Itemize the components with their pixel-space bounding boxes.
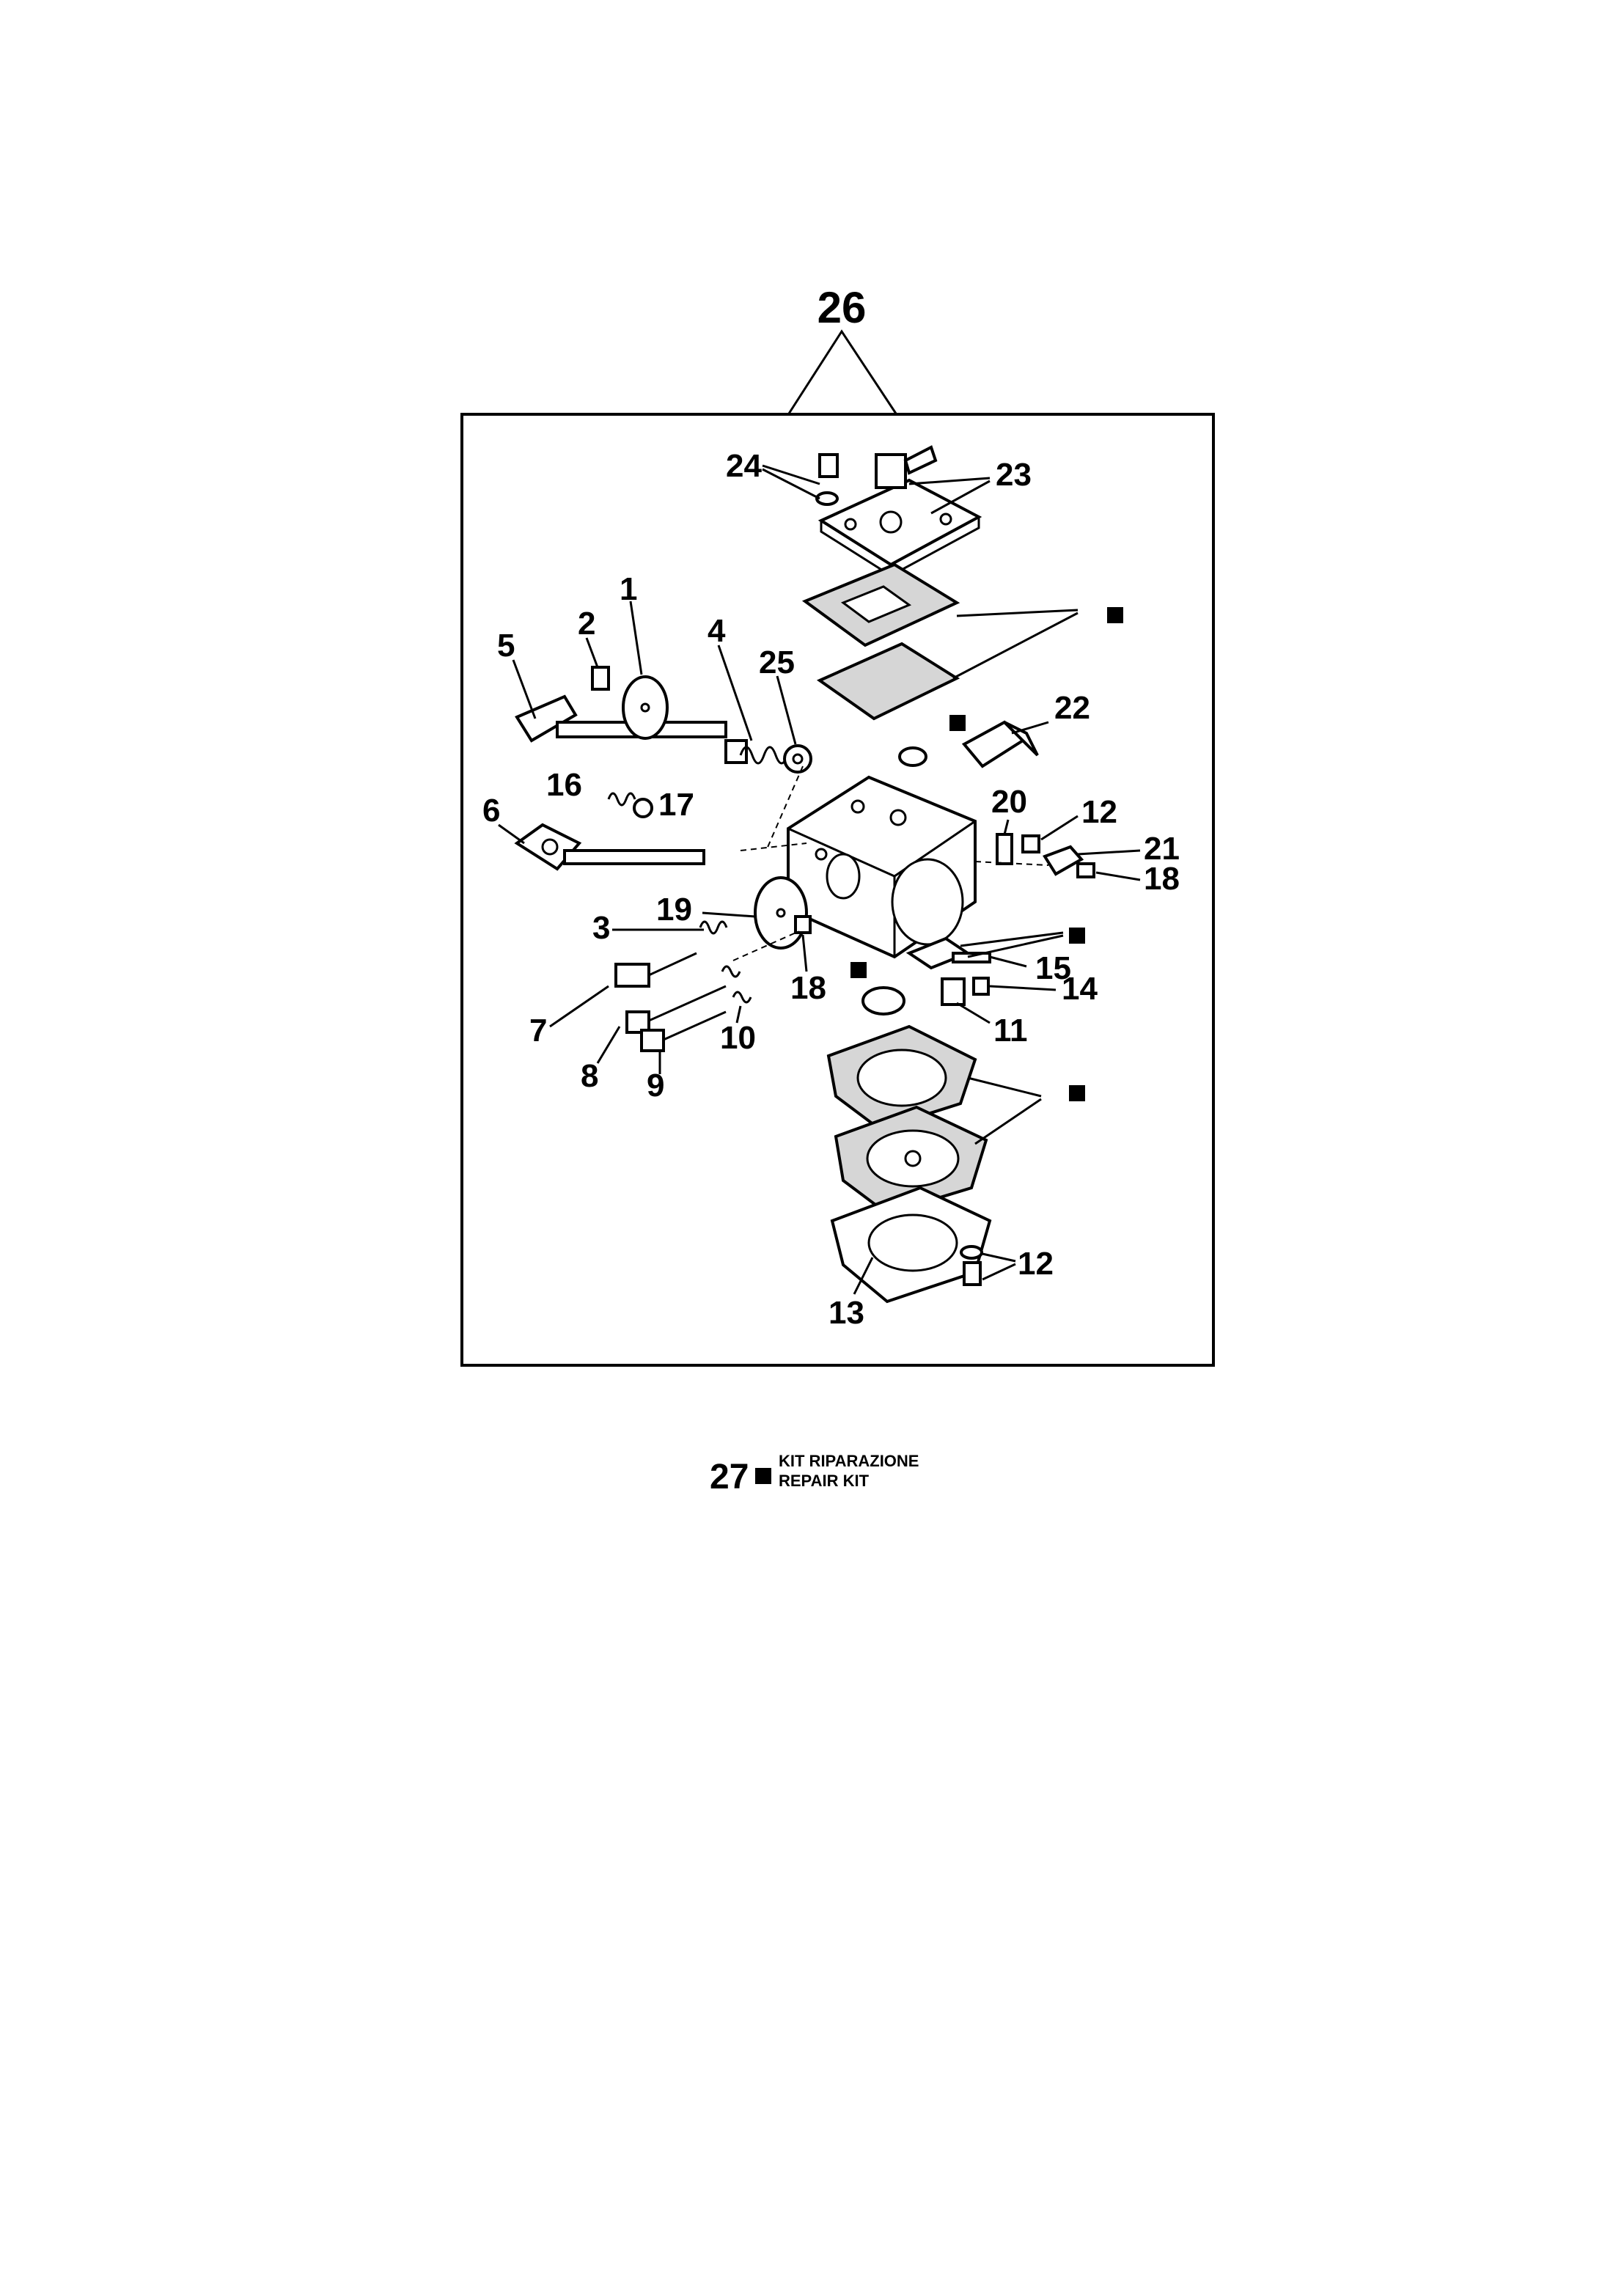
leader-kit-bottom — [967, 1076, 1042, 1098]
part-label-22: 22 — [1054, 690, 1090, 726]
leader-22 — [1011, 721, 1049, 735]
spring-25 — [783, 744, 812, 774]
part-label-16: 16 — [546, 767, 582, 803]
part-label-4: 4 — [708, 613, 726, 649]
leader-gaskets — [956, 609, 1079, 617]
kit-label-english: REPAIR KIT — [779, 1472, 870, 1490]
part-label-6: 6 — [482, 793, 500, 829]
spring-10 — [732, 991, 752, 1004]
needle-9 — [640, 1010, 727, 1052]
valve-11 — [941, 977, 966, 1006]
leader-10 — [735, 1005, 742, 1024]
part-label-1: 1 — [620, 571, 637, 607]
choke-shaft-6 — [514, 823, 705, 871]
part-label-13: 13 — [828, 1295, 864, 1331]
needle-kit-part — [898, 746, 927, 767]
bottom-cover-13 — [830, 1186, 992, 1304]
metering-diaphragm — [834, 1105, 988, 1216]
fuel-inlet-22 — [961, 720, 1039, 768]
ball-17 — [633, 798, 653, 818]
spring-3 — [699, 920, 728, 935]
assembly-number-26: 26 — [817, 283, 867, 332]
kit-marker-icon — [1069, 1085, 1085, 1101]
leader-14 — [989, 985, 1057, 991]
leader-7 — [549, 985, 609, 1028]
leader-12-right — [1040, 815, 1079, 841]
leader-21 — [1077, 849, 1141, 856]
leader-12-bottom — [982, 1252, 1016, 1263]
pump-cover — [817, 445, 982, 577]
kit-marker-icon — [1107, 607, 1123, 623]
bracket-20 — [996, 833, 1013, 865]
screw-14 — [972, 977, 990, 996]
leader-18-right — [1095, 871, 1141, 881]
part-label-23: 23 — [996, 457, 1032, 493]
kit-marker-icon — [949, 715, 966, 731]
leader-5 — [512, 659, 537, 719]
screw-12-right — [1021, 834, 1040, 853]
assembly-frame — [460, 413, 1215, 1367]
spring-16 — [607, 792, 636, 807]
plug-18-left — [794, 915, 812, 934]
screw-12-bottom — [960, 1245, 983, 1286]
part-label-3: 3 — [592, 910, 610, 946]
needle-7 — [614, 952, 697, 988]
leader-23 — [908, 477, 991, 485]
part-label-10: 10 — [720, 1020, 756, 1056]
screw-18-right — [1076, 862, 1095, 878]
part-label-19: 19 — [656, 892, 692, 928]
pump-diaphragm — [816, 642, 960, 721]
leader-18-left — [801, 934, 808, 972]
pump-gasket — [801, 562, 960, 647]
part-label-12-bottom: 12 — [1018, 1246, 1054, 1282]
part-label-2: 2 — [578, 606, 595, 642]
part-label-8: 8 — [581, 1058, 598, 1094]
leader-2 — [585, 637, 599, 668]
part-label-7: 7 — [529, 1013, 547, 1049]
part-label-18-left: 18 — [790, 970, 826, 1006]
part-label-5: 5 — [497, 628, 515, 664]
leader-kit-mid — [960, 931, 1064, 947]
part-label-11: 11 — [993, 1013, 1028, 1049]
leader-25 — [776, 675, 797, 745]
throttle-shaft-5 — [515, 694, 748, 764]
part-label-20: 20 — [991, 784, 1027, 820]
part-label-14: 14 — [1062, 971, 1098, 1007]
kit-disc — [861, 986, 905, 1016]
kit-number-27: 27 — [710, 1458, 749, 1497]
carburetor-body — [787, 775, 977, 959]
leader-11 — [956, 1002, 991, 1024]
part-label-25: 25 — [759, 645, 795, 680]
leader-19 — [702, 911, 756, 918]
kit-marker-icon — [1069, 928, 1085, 944]
spring-4 — [739, 746, 789, 765]
kit-label-italian: KIT RIPARAZIONE — [779, 1452, 919, 1470]
part-label-24: 24 — [726, 448, 762, 484]
part-label-15: 15 — [1035, 950, 1071, 986]
diaphragm-19 — [754, 876, 808, 950]
cover-screw-24 — [815, 453, 839, 506]
part-label-21: 21 — [1144, 831, 1180, 867]
choke-valve-1 — [622, 675, 669, 740]
leader-4 — [717, 645, 753, 741]
leader-13 — [853, 1257, 874, 1295]
leader-6 — [498, 823, 525, 845]
leader-24 — [762, 464, 820, 485]
leader-20 — [1003, 819, 1010, 835]
part-label-12-right: 12 — [1081, 794, 1117, 830]
assembly-bracket — [787, 329, 897, 414]
lever-21 — [1043, 845, 1084, 876]
part-label-17: 17 — [658, 787, 694, 823]
leader-1 — [629, 601, 643, 675]
leader-8 — [596, 1026, 621, 1064]
screw-2 — [591, 666, 610, 691]
part-label-9: 9 — [647, 1068, 664, 1104]
kit-legend-marker-icon — [755, 1468, 771, 1484]
kit-marker-icon — [850, 962, 867, 978]
metering-gasket — [826, 1024, 977, 1131]
part-label-18-right: 18 — [1144, 861, 1180, 897]
leader-15 — [989, 955, 1027, 968]
